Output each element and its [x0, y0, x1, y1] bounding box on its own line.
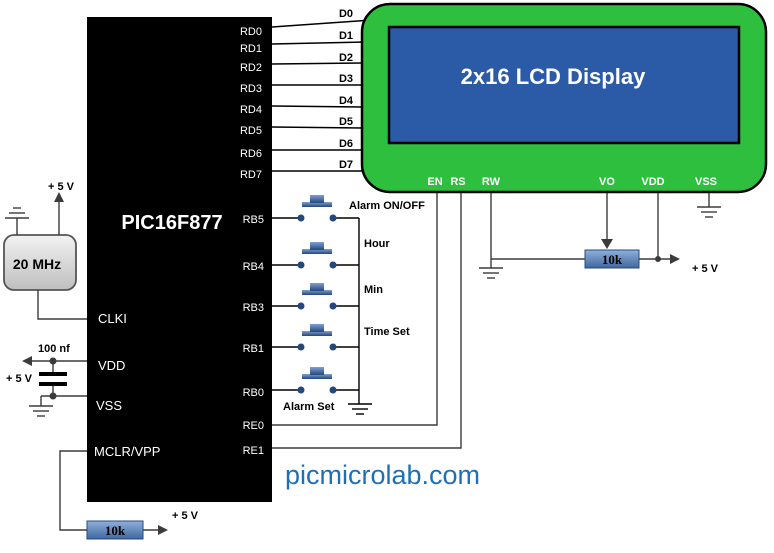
ground-icon	[697, 193, 721, 218]
button-label: Alarm ON/OFF	[349, 200, 425, 212]
lcd-pin-label: D3	[339, 73, 353, 85]
wire-mclr	[59, 450, 87, 531]
pin-label: RD6	[240, 148, 262, 160]
pin-label: RD0	[240, 26, 262, 38]
push-button-time-set	[297, 324, 337, 351]
pin-label: RD4	[240, 104, 262, 116]
pin-label: RE0	[243, 420, 264, 432]
pin-label: RD1	[240, 43, 262, 55]
capacitor-label: 100 nf	[38, 343, 70, 355]
push-button-alarm-set	[297, 367, 337, 394]
lcd-pin-label: D1	[339, 30, 353, 42]
pin-label: RD2	[240, 62, 262, 74]
pot-label: 10k	[602, 252, 623, 267]
lcd-pin-label: D2	[339, 52, 353, 64]
crystal-supply-label: + 5 V	[48, 181, 75, 193]
lcd-pin-rs: RS	[450, 176, 465, 188]
pin-label-mclr: MCLR/VPP	[94, 444, 160, 459]
wire-rs	[272, 193, 462, 449]
lcd-pin-vdd: VDD	[641, 176, 664, 188]
push-button-hour	[297, 242, 337, 269]
lcd-title: 2x16 LCD Display	[461, 64, 646, 89]
button-label: Time Set	[364, 326, 410, 338]
button-label: Alarm Set	[283, 401, 335, 413]
pin-label: RD7	[240, 169, 262, 181]
ground-icon	[479, 259, 503, 279]
lcd-pin-label: D4	[339, 95, 354, 107]
button-labels: Alarm ON/OFF Hour Min Time Set Alarm Set	[283, 200, 425, 413]
push-button-min	[297, 283, 337, 310]
lcd-pin-label: D5	[339, 116, 353, 128]
mclr-resistor-label: 10k	[105, 523, 126, 538]
wiper-arrow-icon	[601, 239, 613, 249]
pin-label: RB1	[243, 343, 264, 355]
pin-label: RB3	[243, 302, 264, 314]
crystal-label: 20 MHz	[13, 256, 61, 272]
mcu-left-pin-labels: CLKI VDD VSS MCLR/VPP	[94, 311, 160, 459]
arrow-left-icon	[22, 356, 32, 366]
arrow-right-icon	[158, 525, 168, 535]
button-wiring	[272, 217, 360, 404]
lcd-pin-vo: VO	[599, 176, 615, 188]
lcd-pin-en: EN	[427, 176, 442, 188]
lcd-pin-label: D6	[339, 138, 353, 150]
pin-label: RB5	[243, 214, 264, 226]
lcd-screen	[387, 25, 741, 145]
lcd-pin-vss: VSS	[695, 176, 717, 188]
pin-label-vdd: VDD	[98, 358, 125, 373]
arrow-right-icon	[670, 254, 680, 264]
lcd-pin-rw: RW	[482, 176, 501, 188]
wire-en	[272, 193, 438, 426]
lcd-pin-label: D0	[339, 8, 353, 20]
pin-label: RB4	[243, 261, 264, 273]
capacitor-supply-label: + 5 V	[6, 373, 33, 385]
pin-label: RD3	[240, 83, 262, 95]
button-label: Min	[364, 284, 383, 296]
ground-icon	[5, 207, 29, 219]
pin-label-vss: VSS	[96, 398, 122, 413]
lcd-data-pin-labels: D0 D1 D2 D3 D4 D5 D6 D7	[339, 8, 354, 171]
capacitor-plate-top	[39, 372, 67, 376]
ground-icon	[348, 403, 372, 415]
lcd-control-pin-labels: EN RS RW VO VDD VSS	[427, 176, 717, 188]
pin-label: RD5	[240, 125, 262, 137]
mcu-right-pin-labels: RD0 RD1 RD2 RD3 RD4 RD5 RD6 RD7 RB5 RB4 …	[240, 26, 264, 457]
pin-label: RE1	[243, 445, 264, 457]
pot-supply-label: + 5 V	[692, 263, 719, 275]
ground-icon	[29, 405, 53, 417]
mclr-supply-label: + 5 V	[172, 510, 199, 522]
crystal-oscillator	[3, 234, 77, 291]
data-bus	[271, 19, 373, 172]
pin-label-clki: CLKI	[98, 311, 127, 326]
lcd-pin-label: D7	[339, 159, 353, 171]
mcu-name: PIC16F877	[121, 212, 222, 234]
button-label: Hour	[364, 238, 390, 250]
capacitor-plate-bottom	[39, 382, 67, 386]
mcu-body	[87, 17, 272, 502]
pin-label: RB0	[243, 387, 264, 399]
push-button-alarm-on-off	[297, 195, 337, 222]
wire-clki	[37, 290, 87, 320]
site-watermark: picmicrolab.com	[285, 460, 480, 490]
arrow-up-icon	[54, 192, 64, 202]
